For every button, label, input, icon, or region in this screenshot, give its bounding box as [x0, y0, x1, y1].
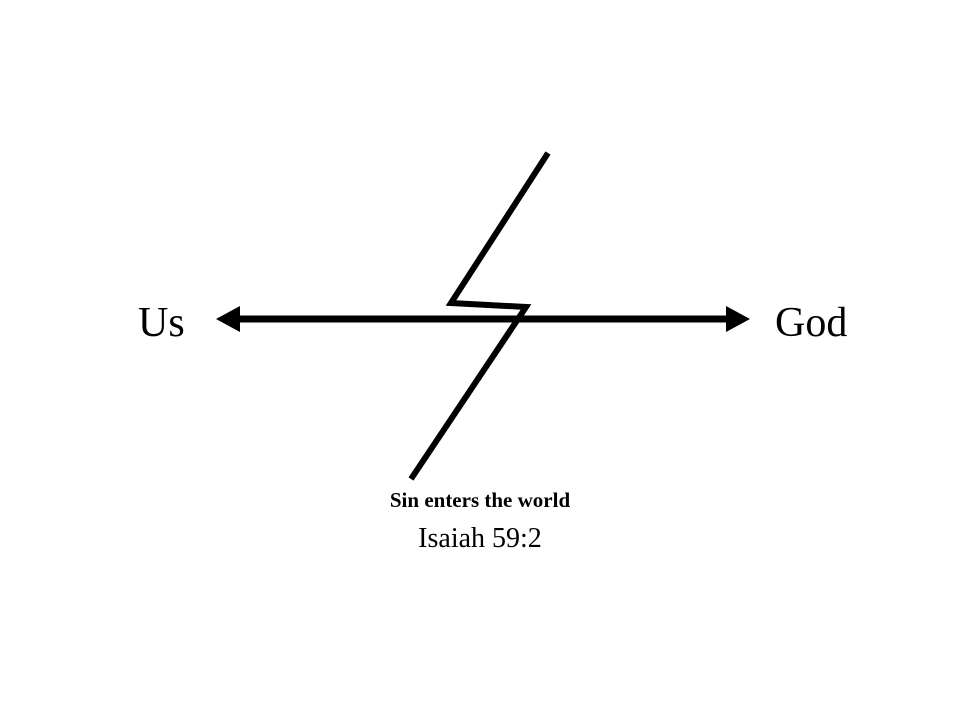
sin-caption: Sin enters the world [389, 488, 571, 512]
god-label: God [775, 300, 848, 346]
lightning-bolt-icon [408, 151, 551, 481]
scripture-reference: Isaiah 59:2 [418, 523, 542, 554]
us-label: Us [138, 300, 185, 346]
double-arrow [216, 306, 750, 332]
arrowhead-left-icon [216, 306, 240, 332]
arrowhead-right-icon [726, 306, 750, 332]
